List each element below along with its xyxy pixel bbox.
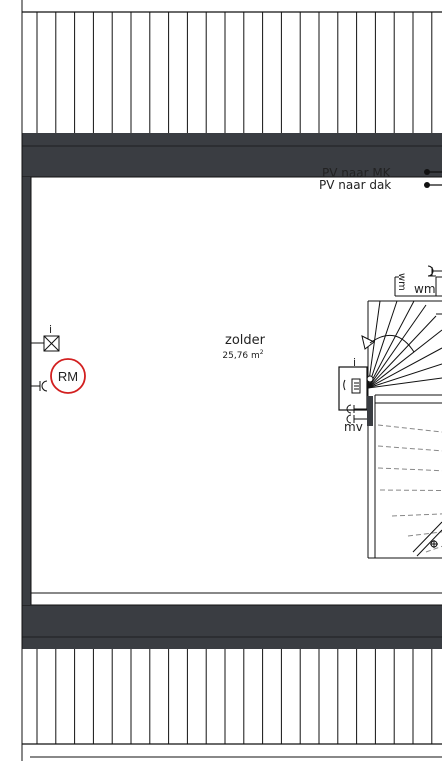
stair-handrail (412, 521, 442, 557)
stair-dashed-line (377, 445, 442, 452)
room-name: zolder (225, 333, 266, 348)
smoke-detector: RM (50, 358, 86, 394)
room-area: 25,76 m2 (222, 349, 263, 361)
stair-tread-line (367, 363, 442, 389)
pv-mk-dot (424, 169, 430, 175)
mv-unit: mv (338, 366, 373, 434)
stair-dashed-line (391, 513, 442, 517)
wm-horizontal-label: wm (414, 282, 436, 296)
stair-tread-line (367, 300, 415, 389)
stair-tread-line (367, 304, 427, 389)
wall-top (22, 133, 442, 178)
stair-dashed-line (425, 545, 442, 553)
stair-lower-dashed (377, 424, 442, 553)
stair-dashed-line (377, 467, 442, 472)
roof-planks-bottom (22, 649, 442, 745)
socket-icon (31, 380, 48, 392)
mv-label: mv (344, 420, 363, 434)
pv-connections: PV naar MK PV naar dak (319, 166, 442, 192)
wm-vertical-label: wm (396, 273, 407, 291)
pv-naar-dak-label: PV naar dak (319, 178, 391, 192)
room-label: zolder 25,76 m2 (222, 333, 265, 361)
smoke-detector-ring (50, 358, 86, 394)
switch-i-stair-label: i (353, 356, 356, 369)
stair-tread-line (367, 377, 442, 389)
roof-planks-top (22, 11, 442, 133)
wall-left (22, 177, 31, 605)
stair-tread-line (367, 300, 398, 389)
stair-tread-line (367, 300, 381, 389)
stair-tread-line (367, 347, 442, 389)
stair-tread-line (367, 315, 437, 389)
stairwell (361, 300, 442, 559)
stair-tread-line (367, 329, 442, 389)
pv-naar-mk-label: PV naar MK (322, 166, 392, 180)
stair-dashed-line (407, 531, 442, 537)
pv-dak-dot (424, 182, 430, 188)
smoke-detector-label: RM (58, 369, 78, 384)
wm-niche (394, 276, 442, 297)
stair-dashed-line (379, 489, 442, 491)
mv-fan-icon (343, 378, 361, 394)
stair-dashed-line (377, 424, 442, 433)
wall-bottom (22, 604, 442, 649)
wm-socket-icon (427, 265, 442, 277)
ceiling-light-switch: i (31, 323, 60, 352)
switch-i-left-label: i (49, 323, 52, 336)
